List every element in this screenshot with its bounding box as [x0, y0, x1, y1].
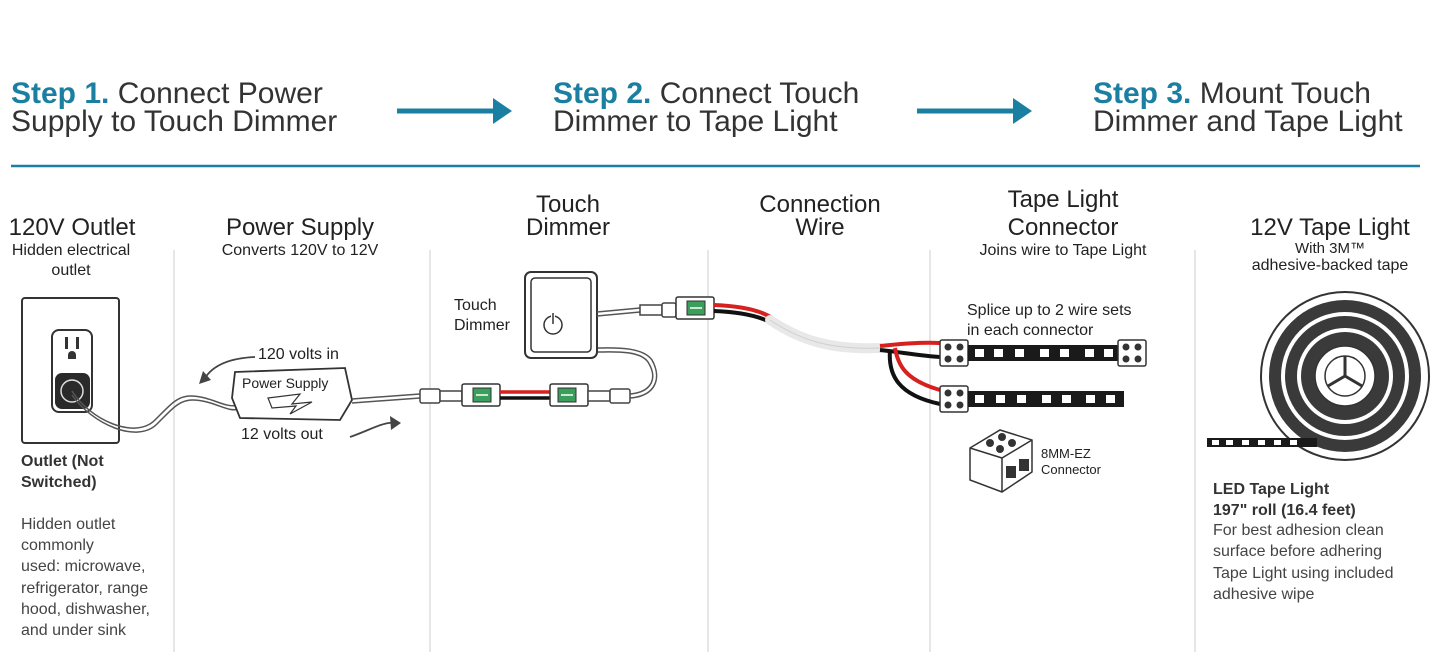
outlet-desc-3: used: microwave, — [21, 558, 146, 575]
tape-tail — [1207, 438, 1317, 447]
tape-spec-1: LED Tape Light — [1213, 481, 1330, 498]
outlet-desc-6: and under sink — [21, 622, 126, 639]
touch-dimmer-icon — [524, 271, 598, 359]
step-2-line2: Dimmer to Tape Light — [553, 105, 838, 138]
tape-desc-1: For best adhesion clean — [1213, 522, 1384, 539]
splice-label-2: in each connector — [967, 322, 1094, 339]
outlet-note-title-1: Outlet (Not — [21, 453, 104, 470]
tape-spec-2: 197" roll (16.4 feet) — [1213, 502, 1356, 519]
tape-subtitle-2: adhesive-backed tape — [1251, 257, 1409, 274]
outlet-note-title-2: Switched) — [21, 474, 97, 491]
ez-connector-icon — [969, 429, 1033, 493]
step-arrow-2 — [917, 98, 1032, 124]
step-2-number: Step 2. — [553, 77, 652, 110]
outlet-desc-5: hood, dishwasher, — [21, 601, 150, 618]
tape-subtitle-1: With 3M™ — [1294, 240, 1365, 257]
connector-subtitle: Joins wire to Tape Light — [979, 242, 1147, 259]
tape-desc-2: surface before adhering — [1213, 543, 1382, 560]
outlet-desc-4: refrigerator, range — [21, 580, 149, 597]
power-supply-icon — [231, 367, 353, 421]
outlet-subtitle-2: outlet — [51, 262, 91, 279]
step-3-heading: Step 3. Mount Touch Dimmer and Tape Ligh… — [1093, 77, 1403, 138]
dimmer-label-2: Dimmer — [454, 317, 510, 334]
step-3-line1: Mount Touch — [1199, 77, 1371, 110]
step-1-line2: Supply to Touch Dimmer — [11, 105, 338, 138]
step-arrow-1 — [397, 98, 512, 124]
connector-title-1: Tape Light — [1007, 186, 1119, 213]
step-3-line2: Dimmer and Tape Light — [1093, 105, 1403, 138]
outlet-desc-1: Hidden outlet — [21, 516, 116, 533]
tape-strip-1 — [939, 339, 1147, 367]
terminal-block-3 — [675, 296, 715, 320]
power-supply-box-label: Power Supply — [242, 375, 329, 391]
dimmer-label-1: Touch — [454, 297, 497, 314]
tape-strip-2 — [939, 385, 1124, 413]
outlet-title: 120V Outlet — [8, 214, 136, 241]
power-supply-subtitle: Converts 120V to 12V — [221, 242, 379, 259]
step-3-number: Step 3. — [1093, 77, 1192, 110]
step-2-line1: Connect Touch — [659, 77, 860, 110]
splice-label-1: Splice up to 2 wire sets — [967, 302, 1132, 319]
ez-part-label-2: Connector — [1041, 462, 1101, 477]
tape-desc-3: Tape Light using included — [1213, 565, 1394, 582]
step-1-number: Step 1. — [11, 77, 110, 110]
volts-in-label: 120 volts in — [258, 346, 339, 363]
tape-reel-icon — [1260, 291, 1430, 461]
out-arrow-icon — [349, 421, 396, 438]
outlet-desc-2: commonly — [21, 537, 94, 554]
wire-title-1: Connection — [759, 191, 881, 218]
column-separators — [173, 250, 1196, 652]
connector-title-2: Connector — [1007, 214, 1119, 241]
step-2-heading: Step 2. Connect Touch Dimmer to Tape Lig… — [553, 77, 860, 138]
terminal-block-1 — [461, 383, 501, 407]
volts-out-label: 12 volts out — [241, 426, 323, 443]
step-1-heading: Step 1. Connect Power Supply to Touch Di… — [11, 77, 338, 138]
tape-desc-4: adhesive wipe — [1213, 586, 1315, 603]
tape-title: 12V Tape Light — [1250, 214, 1410, 241]
wire-title-2: Wire — [795, 214, 845, 241]
outlet-subtitle-1: Hidden electrical — [11, 242, 131, 259]
ez-part-label-1: 8MM-EZ — [1041, 446, 1091, 461]
power-supply-title: Power Supply — [225, 214, 375, 241]
step-1-line1: Connect Power — [117, 77, 323, 110]
in-arrow-icon — [204, 356, 256, 379]
outlet-icon — [21, 297, 120, 444]
terminal-block-2 — [549, 383, 589, 407]
ac-cord — [71, 390, 241, 429]
dimmer-title-1: Touch — [535, 191, 601, 218]
dimmer-title-2: Dimmer — [526, 214, 610, 241]
